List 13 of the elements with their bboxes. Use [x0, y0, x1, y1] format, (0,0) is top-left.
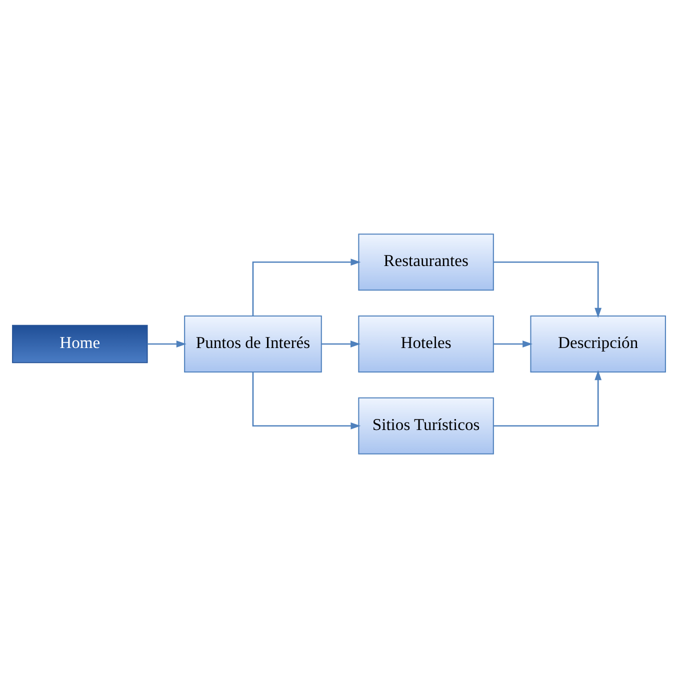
arrow	[494, 340, 533, 348]
arrow	[494, 370, 602, 427]
arrow	[252, 372, 361, 430]
node-box: Sitios Turísticos	[358, 397, 494, 454]
node-box: Hoteles	[358, 316, 494, 372]
arrow	[147, 340, 186, 348]
node-box: Restaurantes	[358, 234, 494, 291]
node-box: Home	[12, 324, 148, 364]
node-box: Puntos de Interés	[184, 316, 322, 372]
arrow	[321, 340, 360, 348]
node-box: Descripción	[530, 316, 666, 372]
arrow	[252, 258, 361, 316]
arrow	[494, 261, 602, 318]
